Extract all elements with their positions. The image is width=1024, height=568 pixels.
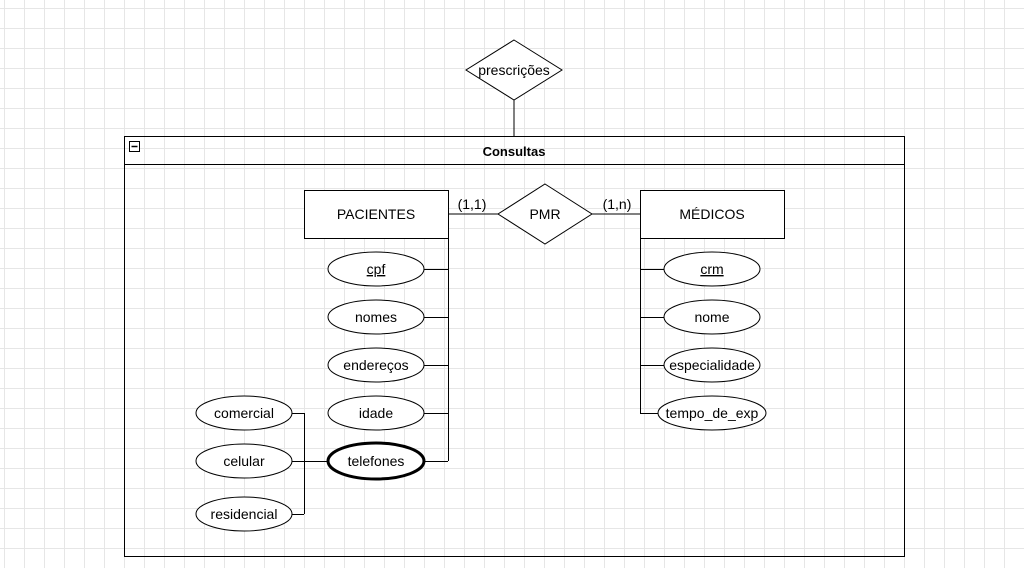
cardinality-left: (1,1) (458, 196, 487, 212)
relationship-prescricoes[interactable]: prescrições (465, 39, 563, 101)
cardinality-right: (1,n) (603, 196, 632, 212)
connector-lines (292, 213, 665, 515)
attribute-celular[interactable]: celular (195, 443, 293, 479)
attribute-idade[interactable]: idade (327, 395, 425, 431)
relationship-pmr[interactable]: PMR (497, 183, 593, 245)
attribute-residencial[interactable]: residencial (195, 496, 293, 532)
attribute-crm-label: crm (700, 261, 723, 277)
attribute-nome[interactable]: nome (663, 299, 761, 335)
relationship-prescricoes-label: prescrições (478, 62, 550, 78)
attribute-nome-label: nome (694, 309, 729, 325)
attribute-residencial-label: residencial (211, 506, 278, 522)
entity-medicos-label: MÉDICOS (679, 206, 744, 222)
attribute-enderecos-label: endereços (343, 357, 408, 373)
attribute-crm[interactable]: crm (663, 251, 761, 287)
attribute-comercial-label: comercial (214, 405, 274, 421)
attribute-especialidade[interactable]: especialidade (663, 347, 761, 383)
attribute-tempo-de-exp[interactable]: tempo_de_exp (657, 395, 767, 431)
attribute-comercial[interactable]: comercial (195, 395, 293, 431)
relationship-pmr-label: PMR (529, 206, 560, 222)
attribute-cpf[interactable]: cpf (327, 251, 425, 287)
entity-pacientes[interactable]: PACIENTES (304, 190, 449, 239)
attribute-celular-label: celular (223, 453, 265, 469)
attribute-idade-label: idade (359, 405, 393, 421)
attribute-nomes[interactable]: nomes (327, 299, 425, 335)
collapse-button[interactable] (129, 141, 140, 152)
attribute-telefones-multivalued[interactable]: telefones (326, 441, 426, 481)
attribute-tempo-de-exp-label: tempo_de_exp (666, 405, 759, 421)
attribute-especialidade-label: especialidade (669, 357, 755, 373)
container-consultas[interactable]: Consultas (124, 136, 905, 557)
attribute-nomes-label: nomes (355, 309, 397, 325)
attribute-cpf-label: cpf (367, 261, 386, 277)
attribute-enderecos[interactable]: endereços (327, 347, 425, 383)
entity-medicos[interactable]: MÉDICOS (640, 190, 785, 239)
entity-pacientes-label: PACIENTES (337, 206, 415, 222)
attribute-telefones-label: telefones (348, 453, 405, 469)
container-title: Consultas (483, 144, 546, 159)
